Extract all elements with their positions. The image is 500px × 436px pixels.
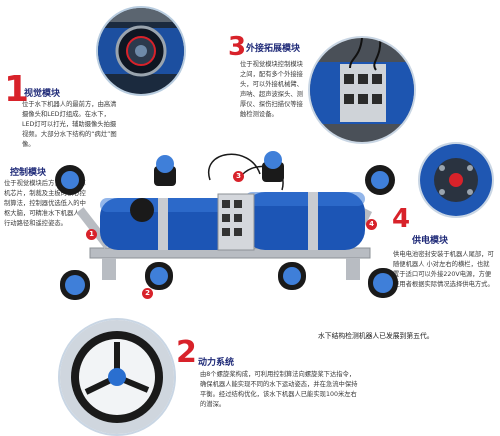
thruster-detail-illustration [60, 320, 174, 434]
robot-illustration [55, 151, 398, 300]
module-3-number: 3 [228, 32, 247, 62]
marker-2: 2 [142, 288, 153, 299]
camera-detail-illustration [98, 8, 184, 94]
module-4-title: 供电模块 [412, 236, 449, 246]
detail-photo-connectors [308, 36, 416, 144]
marker-3: 3 [233, 171, 244, 182]
marker-4: 4 [366, 219, 377, 230]
thruster-side-left [55, 165, 85, 195]
module-2-text: 位于视觉模块后方，内含计算机芯片，制裁及主板的核心控制算法，控制器优选低入的中枢… [4, 180, 86, 227]
detail-photo-thruster [58, 318, 176, 436]
module-3-title: 外接拓展模块 [246, 44, 301, 54]
thruster-bottom-1 [60, 270, 90, 300]
module-4-number: 4 [392, 204, 411, 234]
module-4-text: 供电电池密封安装于机器人尾部，可随便机器人 小对左右的横栏，也就 置于适口可以外… [393, 251, 494, 288]
thruster-top-right [262, 151, 284, 182]
photo-caption: 水下结构检测机器人已发展到第五代。 [318, 332, 434, 340]
thruster-bottom-4 [368, 268, 398, 298]
detail-photo-power [418, 142, 494, 218]
module-3-text: 位于视觉模块控制模块之间，配有多个外接接头，可以外接机械臂、声呐、超声波探头、测… [240, 61, 303, 118]
thruster-top-left [154, 155, 176, 186]
module-5-title: 动力系统 [198, 358, 235, 368]
module-1-text: 位于水下机器人的最前方，由高清摄像头和LED灯组成。在水下，LED灯可以打光，辅… [22, 101, 117, 148]
module-5-number: 2 [176, 335, 197, 370]
thruster-bottom-2 [145, 262, 173, 290]
module-2-title: 控制模块 [10, 168, 47, 178]
thruster-bottom-3 [278, 262, 306, 290]
module-5-text: 由8个螺旋桨构成，可利用控制算法向螺旋桨下达指令，确保机器人能实现不同的水下运动… [200, 371, 358, 408]
thruster-side-right [365, 165, 395, 195]
module-1-number: 1 [4, 69, 30, 110]
detail-photo-camera [96, 6, 186, 96]
marker-1: 1 [86, 229, 97, 240]
power-detail-illustration [420, 144, 492, 216]
connector-detail-illustration [310, 38, 414, 142]
module-1-title: 视觉模块 [24, 89, 61, 99]
